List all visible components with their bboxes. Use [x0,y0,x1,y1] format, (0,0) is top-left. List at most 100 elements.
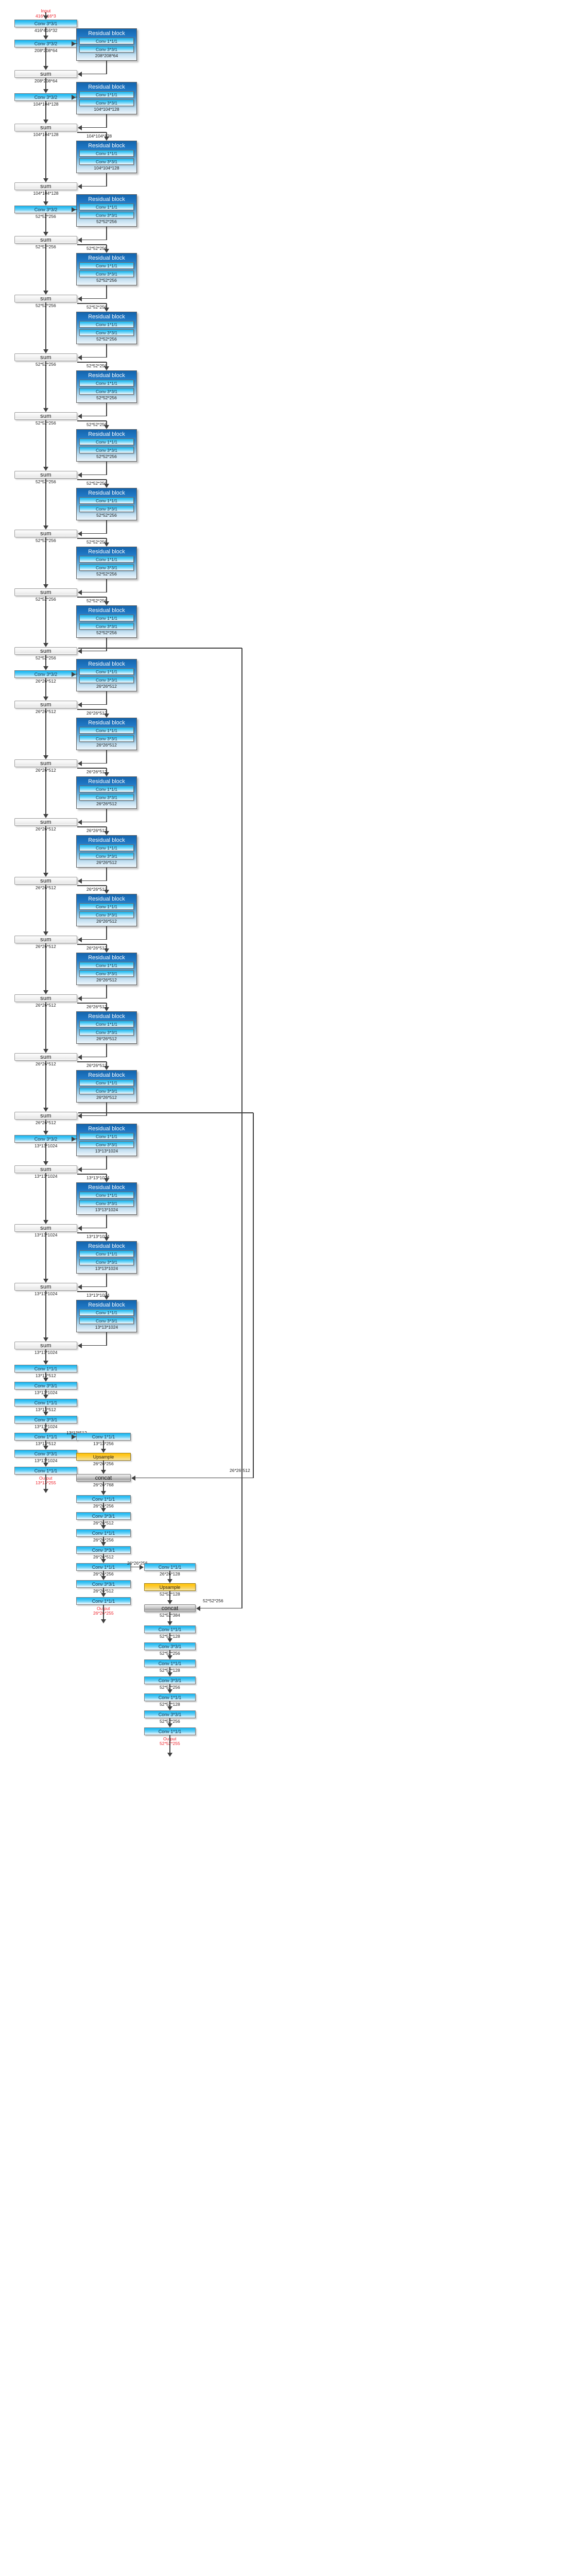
sum-node[interactable]: sum [14,353,77,361]
conv-neck52[interactable]: Conv 1*1/1 [144,1563,196,1571]
sum-node[interactable]: sum [14,818,77,826]
residual-conv-2[interactable]: Conv 3*3/1 [79,158,134,165]
conv-head26[interactable]: Conv 1*1/1 [76,1597,131,1605]
sum-node[interactable]: sum [14,412,77,420]
conv-head13[interactable]: Conv 3*3/1 [14,1382,77,1389]
residual-conv-2[interactable]: Conv 3*3/1 [79,212,134,218]
residual-conv-1[interactable]: Conv 1*1/1 [79,438,134,445]
residual-conv-2[interactable]: Conv 3*3/1 [79,794,134,801]
residual-conv-1[interactable]: Conv 1*1/1 [79,903,134,910]
residual-conv-2[interactable]: Conv 3*3/1 [79,1317,134,1324]
conv-head52[interactable]: Conv 1*1/1 [144,1625,196,1633]
sum-node[interactable]: sum [14,530,77,537]
residual-conv-1[interactable]: Conv 1*1/1 [79,204,134,210]
conv-head52[interactable]: Conv 3*3/1 [144,1642,196,1650]
residual-conv-1[interactable]: Conv 1*1/1 [79,321,134,328]
sum-node[interactable]: sum [14,701,77,708]
residual-conv-1[interactable]: Conv 1*1/1 [79,1192,134,1198]
conv-head26[interactable]: Conv 3*3/1 [76,1580,131,1588]
residual-conv-1[interactable]: Conv 1*1/1 [79,556,134,563]
residual-conv-1[interactable]: Conv 1*1/1 [79,497,134,504]
residual-conv-1[interactable]: Conv 1*1/1 [79,668,134,675]
residual-conv-1[interactable]: Conv 1*1/1 [79,1079,134,1086]
sum-node[interactable]: sum [14,70,77,78]
sum-node[interactable]: sum [14,588,77,596]
residual-conv-1[interactable]: Conv 1*1/1 [79,1133,134,1140]
conv-head52[interactable]: Conv 1*1/1 [144,1727,196,1735]
conv-head13[interactable]: Conv 3*3/1 [14,1416,77,1423]
residual-conv-2[interactable]: Conv 3*3/1 [79,99,134,106]
sum-node[interactable]: sum [14,1112,77,1120]
sum-node[interactable]: sum [14,994,77,1002]
conv-head26[interactable]: Conv 1*1/1 [76,1495,131,1503]
conv-head52[interactable]: Conv 1*1/1 [144,1659,196,1667]
residual-conv-1[interactable]: Conv 1*1/1 [79,727,134,734]
sum-node[interactable]: sum [14,1053,77,1061]
residual-conv-1[interactable]: Conv 1*1/1 [79,962,134,969]
residual-conv-1[interactable]: Conv 1*1/1 [79,150,134,157]
sum-node[interactable]: sum [14,295,77,302]
conv-head52[interactable]: Conv 1*1/1 [144,1693,196,1701]
residual-conv-1[interactable]: Conv 1*1/1 [79,91,134,98]
residual-conv-1[interactable]: Conv 1*1/1 [79,1309,134,1316]
residual-conv-2[interactable]: Conv 3*3/1 [79,676,134,683]
residual-conv-1[interactable]: Conv 1*1/1 [79,615,134,621]
residual-conv-1[interactable]: Conv 1*1/1 [79,844,134,851]
sum-node[interactable]: sum [14,471,77,479]
residual-conv-2[interactable]: Conv 3*3/1 [79,735,134,742]
residual-conv-2[interactable]: Conv 3*3/1 [79,1200,134,1207]
concat-node-26[interactable]: concat [76,1474,131,1482]
sum-node[interactable]: sum [14,124,77,131]
sum-node[interactable]: sum [14,759,77,767]
residual-conv-2[interactable]: Conv 3*3/1 [79,970,134,977]
conv-head52[interactable]: Conv 3*3/1 [144,1676,196,1684]
sum-node[interactable]: sum [14,877,77,885]
residual-conv-2[interactable]: Conv 3*3/1 [79,911,134,918]
upsample-node-52[interactable]: Upsample [144,1583,196,1591]
conv-head13[interactable]: Conv 3*3/1 [14,1450,77,1458]
residual-conv-2[interactable]: Conv 3*3/1 [79,1259,134,1265]
conv-head13[interactable]: Conv 1*1/1 [14,1467,77,1475]
residual-conv-2[interactable]: Conv 3*3/1 [79,46,134,53]
conv-head52[interactable]: Conv 3*3/1 [144,1710,196,1718]
conv-downsample[interactable]: Conv 3*3/2 [14,1135,77,1143]
conv-head26[interactable]: Conv 1*1/1 [76,1563,131,1571]
residual-conv-1[interactable]: Conv 1*1/1 [79,38,134,44]
upsample-node-26[interactable]: Upsample [76,1453,131,1461]
conv-neck26[interactable]: Conv 1*1/1 [76,1433,131,1440]
residual-conv-1[interactable]: Conv 1*1/1 [79,1250,134,1257]
sum-node[interactable]: sum [14,1283,77,1291]
residual-conv-1[interactable]: Conv 1*1/1 [79,262,134,269]
sum-node[interactable]: sum [14,936,77,943]
sum-node[interactable]: sum [14,182,77,190]
sum-node[interactable]: sum [14,1342,77,1349]
conv-downsample[interactable]: Conv 3*3/2 [14,206,77,213]
conv-stem-2[interactable]: Conv 3*3/2 [14,40,77,47]
conv-downsample[interactable]: Conv 3*3/2 [14,670,77,678]
residual-conv-1[interactable]: Conv 1*1/1 [79,1021,134,1027]
residual-conv-1[interactable]: Conv 1*1/1 [79,380,134,386]
residual-conv-2[interactable]: Conv 3*3/1 [79,1088,134,1094]
residual-conv-2[interactable]: Conv 3*3/1 [79,1029,134,1036]
conv-downsample[interactable]: Conv 3*3/2 [14,93,77,101]
conv-head13[interactable]: Conv 1*1/1 [14,1399,77,1406]
